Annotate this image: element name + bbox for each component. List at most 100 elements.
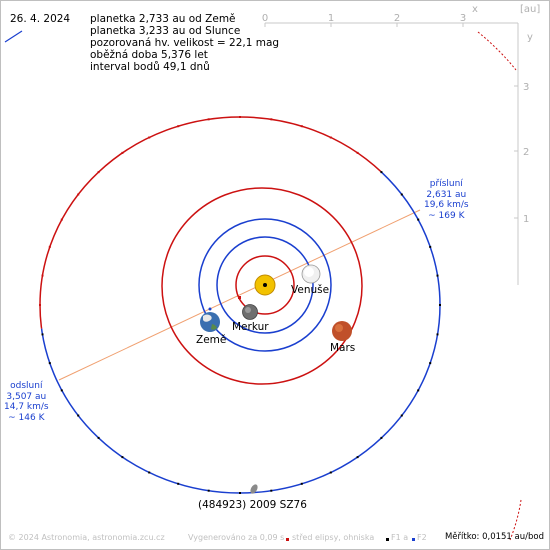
x-tick-label: 2 xyxy=(394,13,400,24)
aphelion-speed: 14,7 km/s xyxy=(4,402,49,412)
orbit-point xyxy=(300,125,303,128)
orbit-point xyxy=(417,218,420,221)
orbit-point xyxy=(356,456,359,459)
unit-label: [au] xyxy=(520,4,540,15)
venus-orbit xyxy=(216,236,314,334)
orbit-point xyxy=(177,482,180,485)
aphelion-title: odsluní xyxy=(10,381,43,391)
aphelion-distance: 3,507 au xyxy=(6,391,47,402)
info-earth-distance: planetka 2,733 au od Země xyxy=(90,13,236,25)
orbit-point xyxy=(97,171,100,174)
x-tick-label: 0 xyxy=(262,13,268,24)
perihelion-distance: 2,631 au xyxy=(426,189,467,200)
y-axis: 3 2 1 y xyxy=(514,23,533,285)
orbit-point xyxy=(429,362,432,365)
legend-f2-label: F2 xyxy=(417,533,427,542)
offscreen-orbit-arc xyxy=(509,499,522,541)
orbit-point xyxy=(436,274,439,277)
footer-legend: střed elipsy, ohniska xyxy=(292,533,374,542)
asteroid-orbit-points xyxy=(39,116,441,494)
orbit-point xyxy=(270,118,273,121)
orbit-point xyxy=(439,304,441,306)
asteroid xyxy=(250,484,258,494)
orbit-point xyxy=(239,116,241,118)
orbit-point xyxy=(97,436,100,439)
x-axis-label: x xyxy=(472,4,478,15)
legend-f1-label: F1 xyxy=(391,533,401,542)
x-axis: 0 1 2 3 x [au] xyxy=(262,4,540,27)
orbit-point xyxy=(270,489,273,492)
orbit-point xyxy=(207,489,210,492)
footer-legend-foci: F1 a xyxy=(391,533,408,542)
legend-f2-dot xyxy=(412,538,415,541)
legend-f1-dot xyxy=(386,538,389,541)
mercury xyxy=(242,304,258,320)
venus xyxy=(301,264,321,284)
legend-center-label: střed elipsy, ohniska xyxy=(292,533,375,542)
orbit-point xyxy=(417,389,420,392)
info-sun-distance: planetka 3,233 au od Slunce xyxy=(90,25,241,37)
mars-orbit xyxy=(161,187,363,385)
legend-center-dot xyxy=(286,538,289,541)
ellipse-center-marker xyxy=(238,296,241,299)
perihelion-speed: 19,6 km/s xyxy=(424,200,469,210)
orbit-point xyxy=(148,471,151,474)
footer-generated: Vygenerováno za 0,09 s xyxy=(188,533,285,542)
orbit-point xyxy=(239,492,241,494)
info-magnitude: pozorovaná hv. velikost = 22,1 mag xyxy=(90,37,280,49)
y-tick-label: 3 xyxy=(523,82,529,93)
mercury-label: Merkur xyxy=(232,321,269,333)
orbit-point xyxy=(60,218,63,221)
footer-scale: Měřítko: 0,0151 au/bod xyxy=(444,532,544,542)
y-tick-label: 1 xyxy=(523,214,529,225)
mercury-orbit xyxy=(235,255,295,315)
orbit-point xyxy=(177,125,180,128)
orbit-point xyxy=(207,118,210,121)
perihelion-title: přísluní xyxy=(429,179,463,189)
x-tick-label: 1 xyxy=(328,13,334,24)
orbit-point xyxy=(400,193,403,196)
orbit-point xyxy=(400,414,403,417)
orbit-point xyxy=(329,471,332,474)
earth-label: Země xyxy=(196,334,227,346)
perihelion-temperature: ~ 169 K xyxy=(428,210,465,221)
aphelion-label: odsluní 3,507 au 14,7 km/s ~ 146 K xyxy=(4,381,49,423)
info-panel: planetka 2,733 au od Země planetka 3,233… xyxy=(90,13,279,73)
earth-orbit xyxy=(198,218,332,352)
info-interval: interval bodů 49,1 dnů xyxy=(90,61,210,73)
aphelion-temperature: ~ 146 K xyxy=(8,412,45,423)
orbit-point xyxy=(429,245,432,248)
orbit-point xyxy=(48,362,51,365)
orbit-point xyxy=(380,436,383,439)
x-tick-label: 3 xyxy=(460,13,466,24)
legend-blue-stroke xyxy=(4,30,23,43)
orbit-point xyxy=(121,456,124,459)
asteroid-orbit xyxy=(39,116,441,494)
asteroid-label: (484923) 2009 SZ76 xyxy=(198,499,307,511)
apsis-line xyxy=(58,209,421,381)
venus-label: Venuše xyxy=(291,284,330,296)
y-tick-label: 2 xyxy=(523,147,529,158)
footer-copyright: © 2024 Astronomia, astronomia.zcu.cz xyxy=(8,533,165,542)
orbit-point xyxy=(300,482,303,485)
y-axis-label: y xyxy=(527,32,533,43)
perihelion-label: přísluní 2,631 au 19,6 km/s ~ 169 K xyxy=(424,179,469,221)
orbit-point xyxy=(77,414,80,417)
orbit-point xyxy=(356,151,359,154)
orbit-point xyxy=(436,333,439,336)
orbit-point xyxy=(41,274,44,277)
orbit-point xyxy=(77,193,80,196)
mars-label: Mars xyxy=(330,342,356,354)
orbit-point xyxy=(48,245,51,248)
offscreen-orbit-arc xyxy=(477,31,517,71)
sun xyxy=(254,274,276,296)
mars xyxy=(332,321,352,341)
orbit-point xyxy=(380,171,383,174)
orbit-point xyxy=(41,333,44,336)
legend-a-label: a xyxy=(403,533,409,542)
footer-legend-f2: F2 xyxy=(417,533,427,542)
orbit-point xyxy=(39,304,41,306)
